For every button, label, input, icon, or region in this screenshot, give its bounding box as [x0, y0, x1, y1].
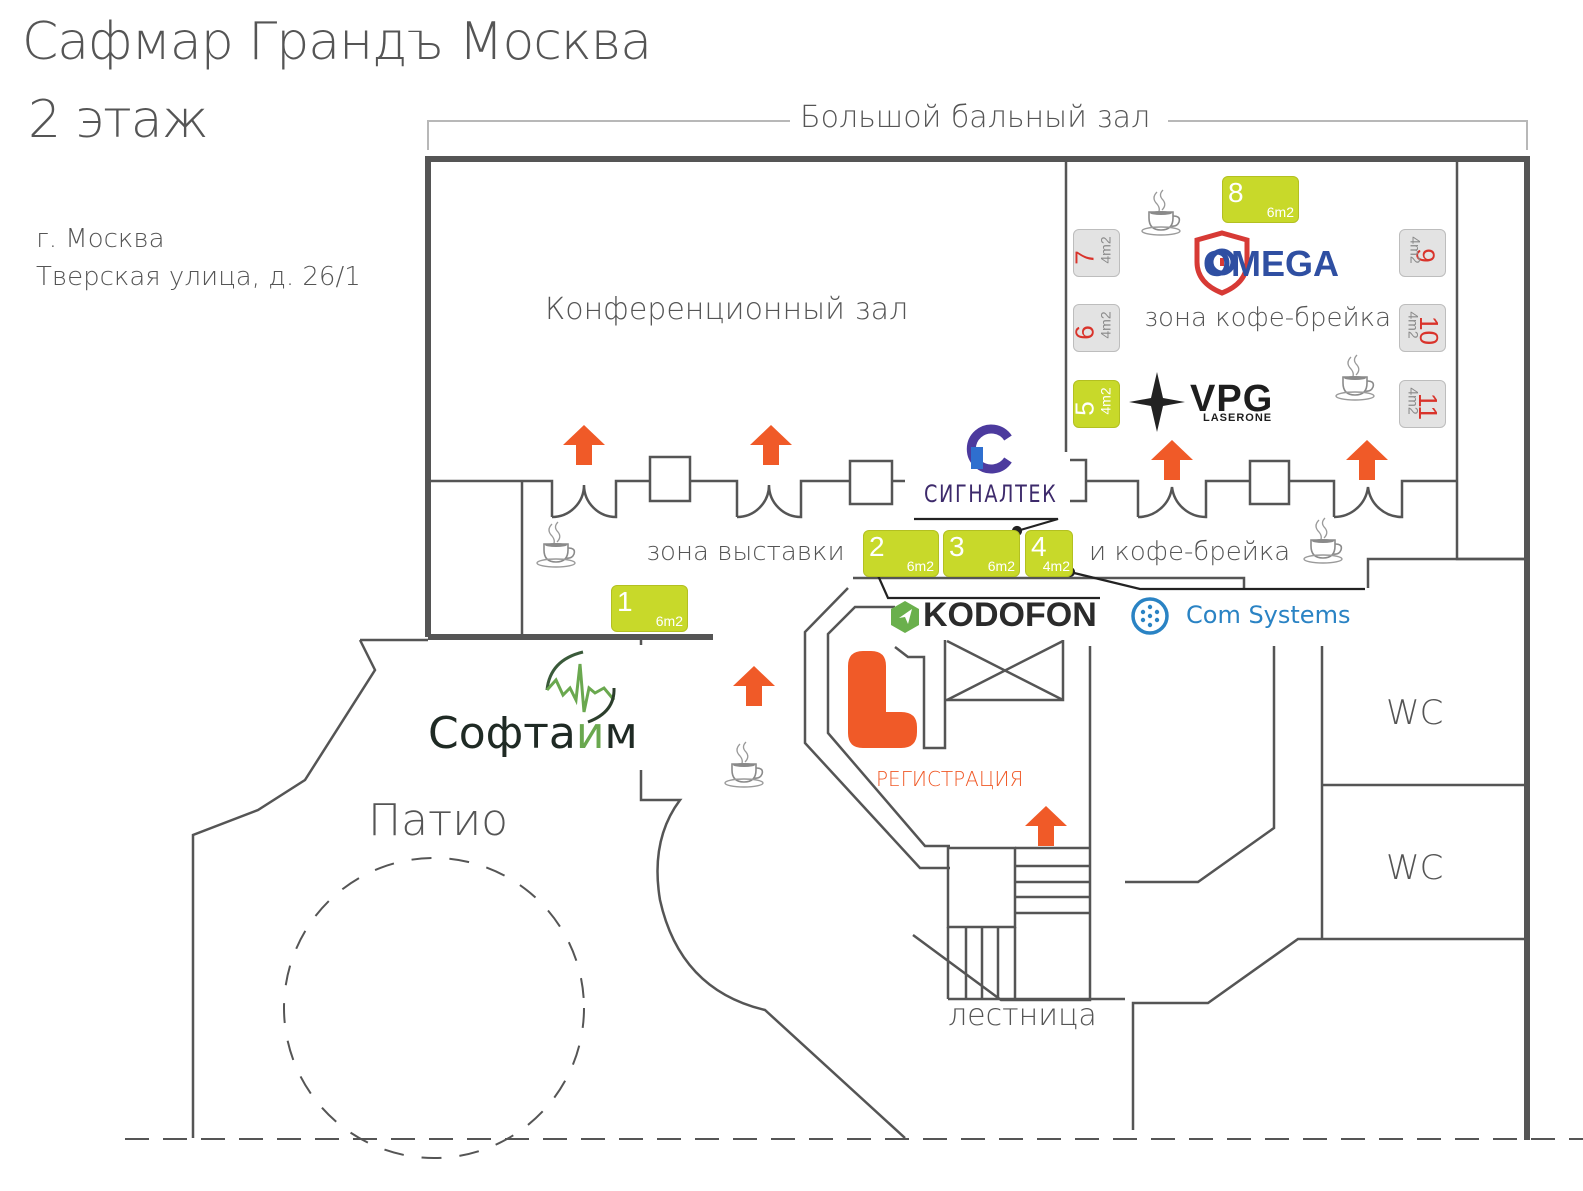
booth-8[interactable]: 8 6m2 — [1222, 176, 1299, 223]
booth-area: 6m2 — [987, 558, 1015, 574]
booth-7[interactable]: 7 4m2 — [1069, 229, 1120, 277]
exhibitor-omega[interactable]: OMEGA — [1203, 243, 1340, 284]
arrow-up-icon — [750, 425, 792, 465]
exhibitor-vpg[interactable]: VPG — [1190, 378, 1274, 420]
arrow-up-icon — [1151, 440, 1193, 480]
venue-title: Сафмар Грандъ Москва — [22, 12, 652, 72]
zone-label-wc-1: WC — [1386, 693, 1444, 733]
booth-area: 6m2 — [906, 558, 934, 574]
booth-area: 4m2 — [1042, 558, 1070, 574]
booth-number: 5 — [1069, 401, 1100, 416]
zone-label-ballroom: Большой бальный зал — [800, 100, 1151, 135]
softime-name-end: м — [604, 708, 638, 759]
booth-area: 6m2 — [1266, 204, 1294, 220]
softime-name-main: Софта — [428, 708, 576, 759]
coffee-cup-icon — [1303, 517, 1343, 564]
booth-2[interactable]: 2 6m2 — [863, 530, 939, 577]
zone-label-wc-2: WC — [1386, 848, 1444, 888]
booth-1[interactable]: 1 6m2 — [611, 585, 688, 632]
booth-9[interactable]: 9 4m2 — [1399, 229, 1446, 277]
booth-11[interactable]: 11 4m2 — [1399, 380, 1446, 428]
kodofon-logo-icon — [891, 601, 919, 633]
coffee-cup-icon — [724, 741, 764, 788]
booth-area: 4m2 — [1405, 387, 1422, 415]
zone-label-exhibition-cont: и кофе-брейка — [1089, 537, 1291, 567]
exhibitor-signaltek[interactable]: СИГНАЛТЕК — [924, 480, 1058, 508]
address-city: г. Москва — [36, 224, 165, 254]
registration-l-icon — [848, 651, 917, 748]
ballroom-bracket — [427, 120, 1528, 150]
zone-label-exhibition: зона выставки — [646, 537, 845, 567]
inner-walls — [191, 160, 1527, 1139]
vpg-star-icon — [1129, 372, 1185, 432]
booth-number: 6 — [1069, 325, 1100, 340]
coffee-cup-icon — [1335, 354, 1375, 401]
softime-logo-icon — [545, 650, 616, 724]
booth-10[interactable]: 10 4m2 — [1399, 304, 1446, 352]
comsystems-logo-icon — [1131, 597, 1169, 635]
omega-logo-icon — [1194, 230, 1250, 296]
exhibitor-kodofon[interactable]: KODOFON — [923, 596, 1097, 634]
coffee-cup-icon — [536, 521, 576, 568]
booth-area: 6m2 — [655, 613, 683, 629]
booth-area: 4m2 — [1097, 236, 1114, 264]
booth-number: 7 — [1069, 250, 1100, 265]
booth-number: 4 — [1031, 531, 1047, 562]
outer-walls — [425, 156, 1530, 1140]
zone-label-registration: РЕГИСТРАЦИЯ — [876, 767, 1024, 791]
booth-4[interactable]: 4 4m2 — [1025, 530, 1073, 577]
zone-label-coffee-break: зона кофе-брейка — [1144, 303, 1391, 333]
address-street: Тверская улица, д. 26/1 — [36, 262, 361, 292]
booth-number: 2 — [869, 531, 885, 562]
exhibitor-softime[interactable]: Софтаим — [428, 708, 638, 759]
booth-5[interactable]: 5 4m2 — [1069, 380, 1120, 428]
zone-label-conference-hall: Конференционный зал — [545, 292, 909, 327]
booth-3[interactable]: 3 6m2 — [943, 530, 1020, 577]
booth-area: 4m2 — [1405, 311, 1422, 339]
signaltek-logo-icon — [966, 424, 1012, 474]
booth-number: 3 — [949, 531, 965, 562]
arrow-up-icon — [1346, 440, 1388, 480]
booth-number: 8 — [1228, 177, 1244, 208]
arrow-up-icon — [733, 666, 775, 706]
exhibitor-vpg-subname: LASERONE — [1203, 412, 1273, 424]
softime-name-accent: и — [575, 708, 605, 759]
floor-title: 2 этаж — [28, 90, 209, 150]
booth-area: 4m2 — [1097, 311, 1114, 339]
booth-area: 4m2 — [1097, 387, 1114, 415]
exhibitor-comsystems[interactable]: Com Systems — [1186, 601, 1351, 629]
arrow-up-icon — [563, 425, 605, 465]
arrow-up-icon — [1025, 806, 1067, 846]
booth-6[interactable]: 6 4m2 — [1069, 304, 1120, 352]
zone-label-patio: Патио — [368, 795, 509, 846]
booth-number: 1 — [617, 586, 633, 617]
coffee-cup-icon — [1141, 189, 1181, 236]
patio-circle — [283, 857, 585, 1159]
booth-area: 4m2 — [1407, 236, 1424, 264]
zone-label-stairs: лестница — [948, 998, 1097, 1033]
